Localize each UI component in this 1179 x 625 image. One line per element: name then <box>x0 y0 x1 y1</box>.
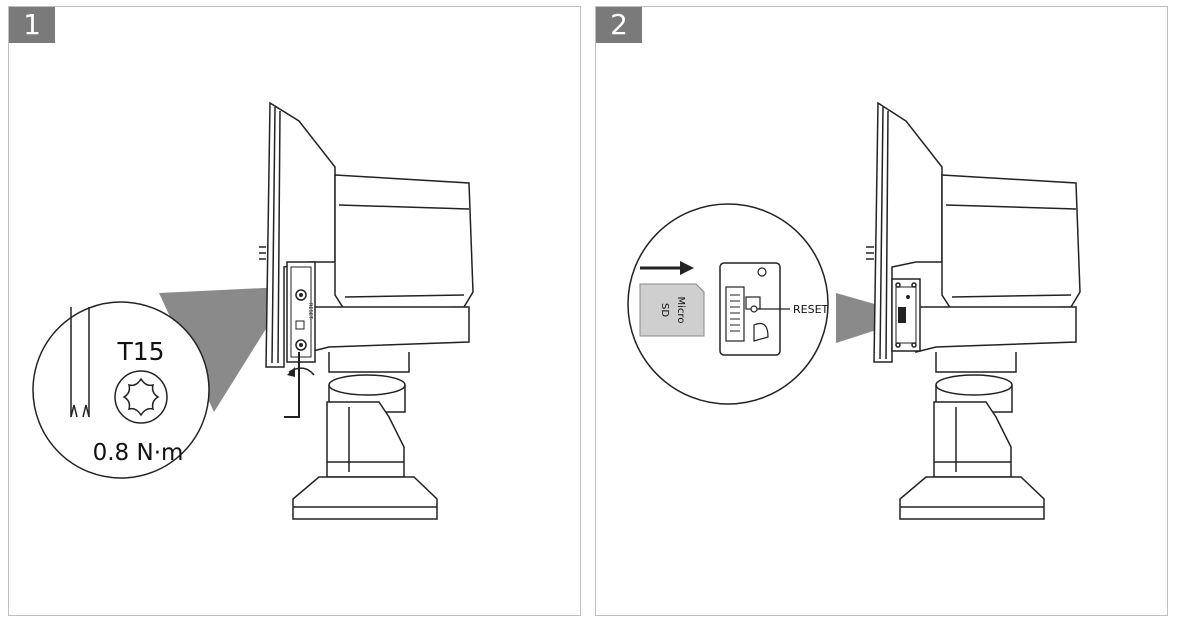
micro-sd-card <box>639 283 705 337</box>
card-label-micro: Micro <box>675 297 686 324</box>
reset-button <box>750 305 758 313</box>
tool-size-label: T15 <box>116 337 164 366</box>
mount-base <box>292 476 438 520</box>
reset-label: RESET <box>793 303 829 316</box>
magnified-view: Micro SD RESET <box>627 203 829 405</box>
step-2-badge: 2 <box>596 7 642 43</box>
camera-body <box>941 174 1081 310</box>
sunshield <box>873 101 943 363</box>
step-1-badge: 1 <box>9 7 55 43</box>
screwdriver-icon <box>70 307 90 418</box>
torx-icon <box>114 370 168 424</box>
step-1-panel: 1 <box>8 6 581 616</box>
panel-reset-label: RESET <box>307 303 313 320</box>
magnified-view: T15 0.8 N·m <box>32 301 210 479</box>
mount-base <box>899 476 1045 520</box>
step-2-illustration: Micro SD RESET <box>627 101 1081 520</box>
camera-drawing <box>259 101 474 520</box>
step-2-panel: 2 <box>595 6 1168 616</box>
step-1-illustration: T15 0.8 N·m RESET <box>32 101 474 520</box>
mount-bracket <box>933 401 1012 478</box>
torque-label: 0.8 N·m <box>93 440 184 466</box>
camera-body <box>334 174 474 310</box>
card-label-sd: SD <box>659 303 670 317</box>
hex-key <box>284 352 300 418</box>
callout-wedge <box>159 287 284 412</box>
camera-drawing <box>866 101 1081 520</box>
mount-bracket <box>326 401 405 478</box>
